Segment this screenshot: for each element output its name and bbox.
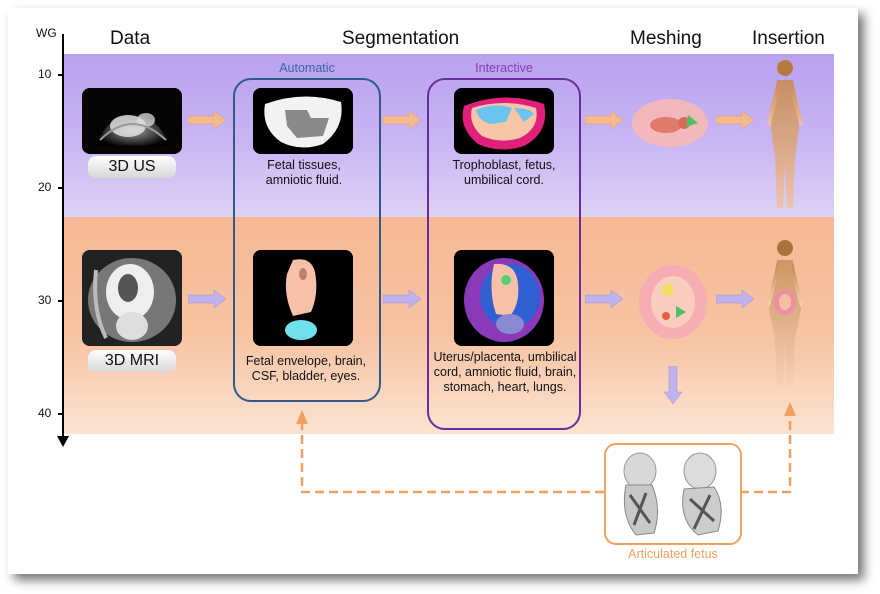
arrow-us-interactive-to-meshing [585,110,624,130]
us-insertion-body-image [763,58,807,213]
arrow-us-data-to-automatic [188,110,227,130]
us-automatic-image [253,88,353,154]
arrow-mesh-to-articulated [663,366,683,405]
arrow-mri-meshing-to-insertion [716,289,755,309]
mri-insertion-body-image [763,238,807,390]
us-interactive-image [454,88,554,154]
axis-arrowhead [57,436,69,447]
articulated-fetus-label: Articulated fetus [628,547,718,561]
arrow-mri-automatic-to-interactive [383,289,422,309]
tick-40 [58,413,64,415]
arrow-us-automatic-to-interactive [383,110,422,130]
automatic-title: Automatic [279,61,335,75]
header-segmentation: Segmentation [342,28,460,49]
interactive-title: Interactive [475,61,533,75]
arrow-mri-data-to-automatic [188,289,227,309]
tick-label-30: 30 [38,293,52,307]
mri-interactive-caption: Uterus/placenta, umbilical cord, amnioti… [433,350,577,394]
us-interactive-caption: Trophoblast, fetus, umbilical cord. [452,158,556,187]
automatic-group [233,78,381,402]
mri-automatic-caption: Fetal envelope, brain, CSF, bladder, eye… [245,354,367,383]
us-scan-image [82,88,182,154]
mri-mesh-image [636,262,710,342]
tick-20 [58,187,64,189]
header-insertion: Insertion [752,28,825,49]
us-modality-label: 3D US [88,156,176,178]
articulated-fetus-box [604,443,742,545]
header-data: Data [110,28,151,49]
tick-label-40: 40 [38,406,52,420]
interactive-group [427,78,581,430]
axis-label: WG [36,26,57,40]
band-mri [62,217,834,434]
arrow-us-meshing-to-insertion [716,110,755,130]
header-meshing: Meshing [630,28,702,49]
mri-modality-label: 3D MRI [88,350,176,372]
tick-30 [58,300,64,302]
us-mesh-image [628,93,712,151]
mri-interactive-image [454,250,554,346]
tick-label-20: 20 [38,180,52,194]
gestation-axis [62,34,64,438]
mri-scan-image [82,250,182,346]
us-automatic-caption: Fetal tissues, amniotic fluid. [265,158,343,187]
tick-10 [58,74,64,76]
arrow-mri-interactive-to-meshing [585,289,624,309]
tick-label-10: 10 [38,67,52,81]
band-ultrasound [62,54,834,217]
articulated-fetus-image [623,452,722,536]
mri-automatic-image [253,250,353,346]
